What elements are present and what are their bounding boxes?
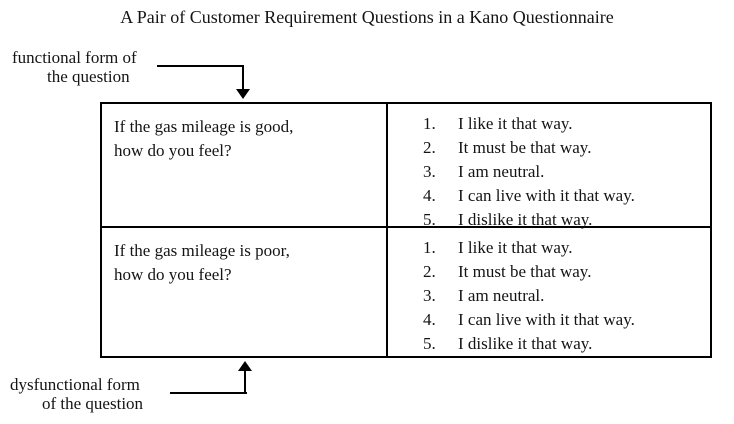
option-row: 4. I can live with it that way.	[423, 308, 710, 332]
dysfunctional-options-cell: 1. I like it that way. 2. It must be tha…	[388, 228, 710, 356]
dysfunctional-question-cell: If the gas mileage is poor, how do you f…	[102, 228, 388, 356]
option-text: It must be that way.	[458, 138, 592, 157]
option-text: I dislike it that way.	[458, 210, 593, 229]
dysfunctional-connector-horizontal-line	[170, 392, 247, 394]
option-text: I am neutral.	[458, 162, 545, 181]
option-number: 2.	[423, 262, 436, 281]
functional-form-label-line1: functional form of	[12, 48, 137, 67]
option-number: 1.	[423, 114, 436, 133]
option-text: I can live with it that way.	[458, 310, 635, 329]
option-row: 2. It must be that way.	[423, 260, 710, 284]
functional-options-cell: 1. I like it that way. 2. It must be tha…	[388, 104, 710, 229]
option-number: 2.	[423, 138, 436, 157]
arrow-up-icon	[238, 361, 252, 371]
functional-question-cell: If the gas mileage is good, how do you f…	[102, 104, 388, 228]
dysfunctional-connector-vertical-line	[244, 370, 246, 394]
dysfunctional-form-label: dysfunctional form of the question	[10, 375, 143, 413]
option-number: 4.	[423, 310, 436, 329]
option-number: 4.	[423, 186, 436, 205]
option-text: I like it that way.	[458, 238, 573, 257]
question-text-line2: how do you feel?	[114, 265, 232, 284]
question-text-line1: If the gas mileage is good,	[114, 117, 294, 136]
option-number: 3.	[423, 286, 436, 305]
arrow-down-icon	[236, 89, 250, 99]
option-row: 4. I can live with it that way.	[423, 184, 710, 208]
option-row: 3. I am neutral.	[423, 284, 710, 308]
option-number: 1.	[423, 238, 436, 257]
option-row: 3. I am neutral.	[423, 160, 710, 184]
option-row: 5. I dislike it that way.	[423, 332, 710, 356]
dysfunctional-form-label-line1: dysfunctional form	[10, 375, 140, 394]
functional-form-label: functional form of the question	[12, 48, 137, 86]
option-row: 2. It must be that way.	[423, 136, 710, 160]
dysfunctional-form-label-line2: of the question	[42, 394, 144, 413]
option-number: 5.	[423, 210, 436, 229]
functional-connector-vertical-line	[242, 65, 244, 91]
option-text: It must be that way.	[458, 262, 592, 281]
option-text: I am neutral.	[458, 286, 545, 305]
functional-form-label-line2: the question	[47, 67, 130, 86]
kano-question-table: If the gas mileage is good, how do you f…	[100, 102, 712, 358]
option-number: 5.	[423, 334, 436, 353]
question-text-line1: If the gas mileage is poor,	[114, 241, 290, 260]
option-row: 1. I like it that way.	[423, 112, 710, 136]
functional-connector-horizontal-line	[157, 65, 244, 67]
option-text: I like it that way.	[458, 114, 573, 133]
figure-title: A Pair of Customer Requirement Questions…	[120, 7, 614, 27]
option-text: I dislike it that way.	[458, 334, 593, 353]
question-text-line2: how do you feel?	[114, 141, 232, 160]
option-row: 1. I like it that way.	[423, 236, 710, 260]
option-row: 5. I dislike it that way.	[423, 208, 710, 232]
option-text: I can live with it that way.	[458, 186, 635, 205]
option-number: 3.	[423, 162, 436, 181]
